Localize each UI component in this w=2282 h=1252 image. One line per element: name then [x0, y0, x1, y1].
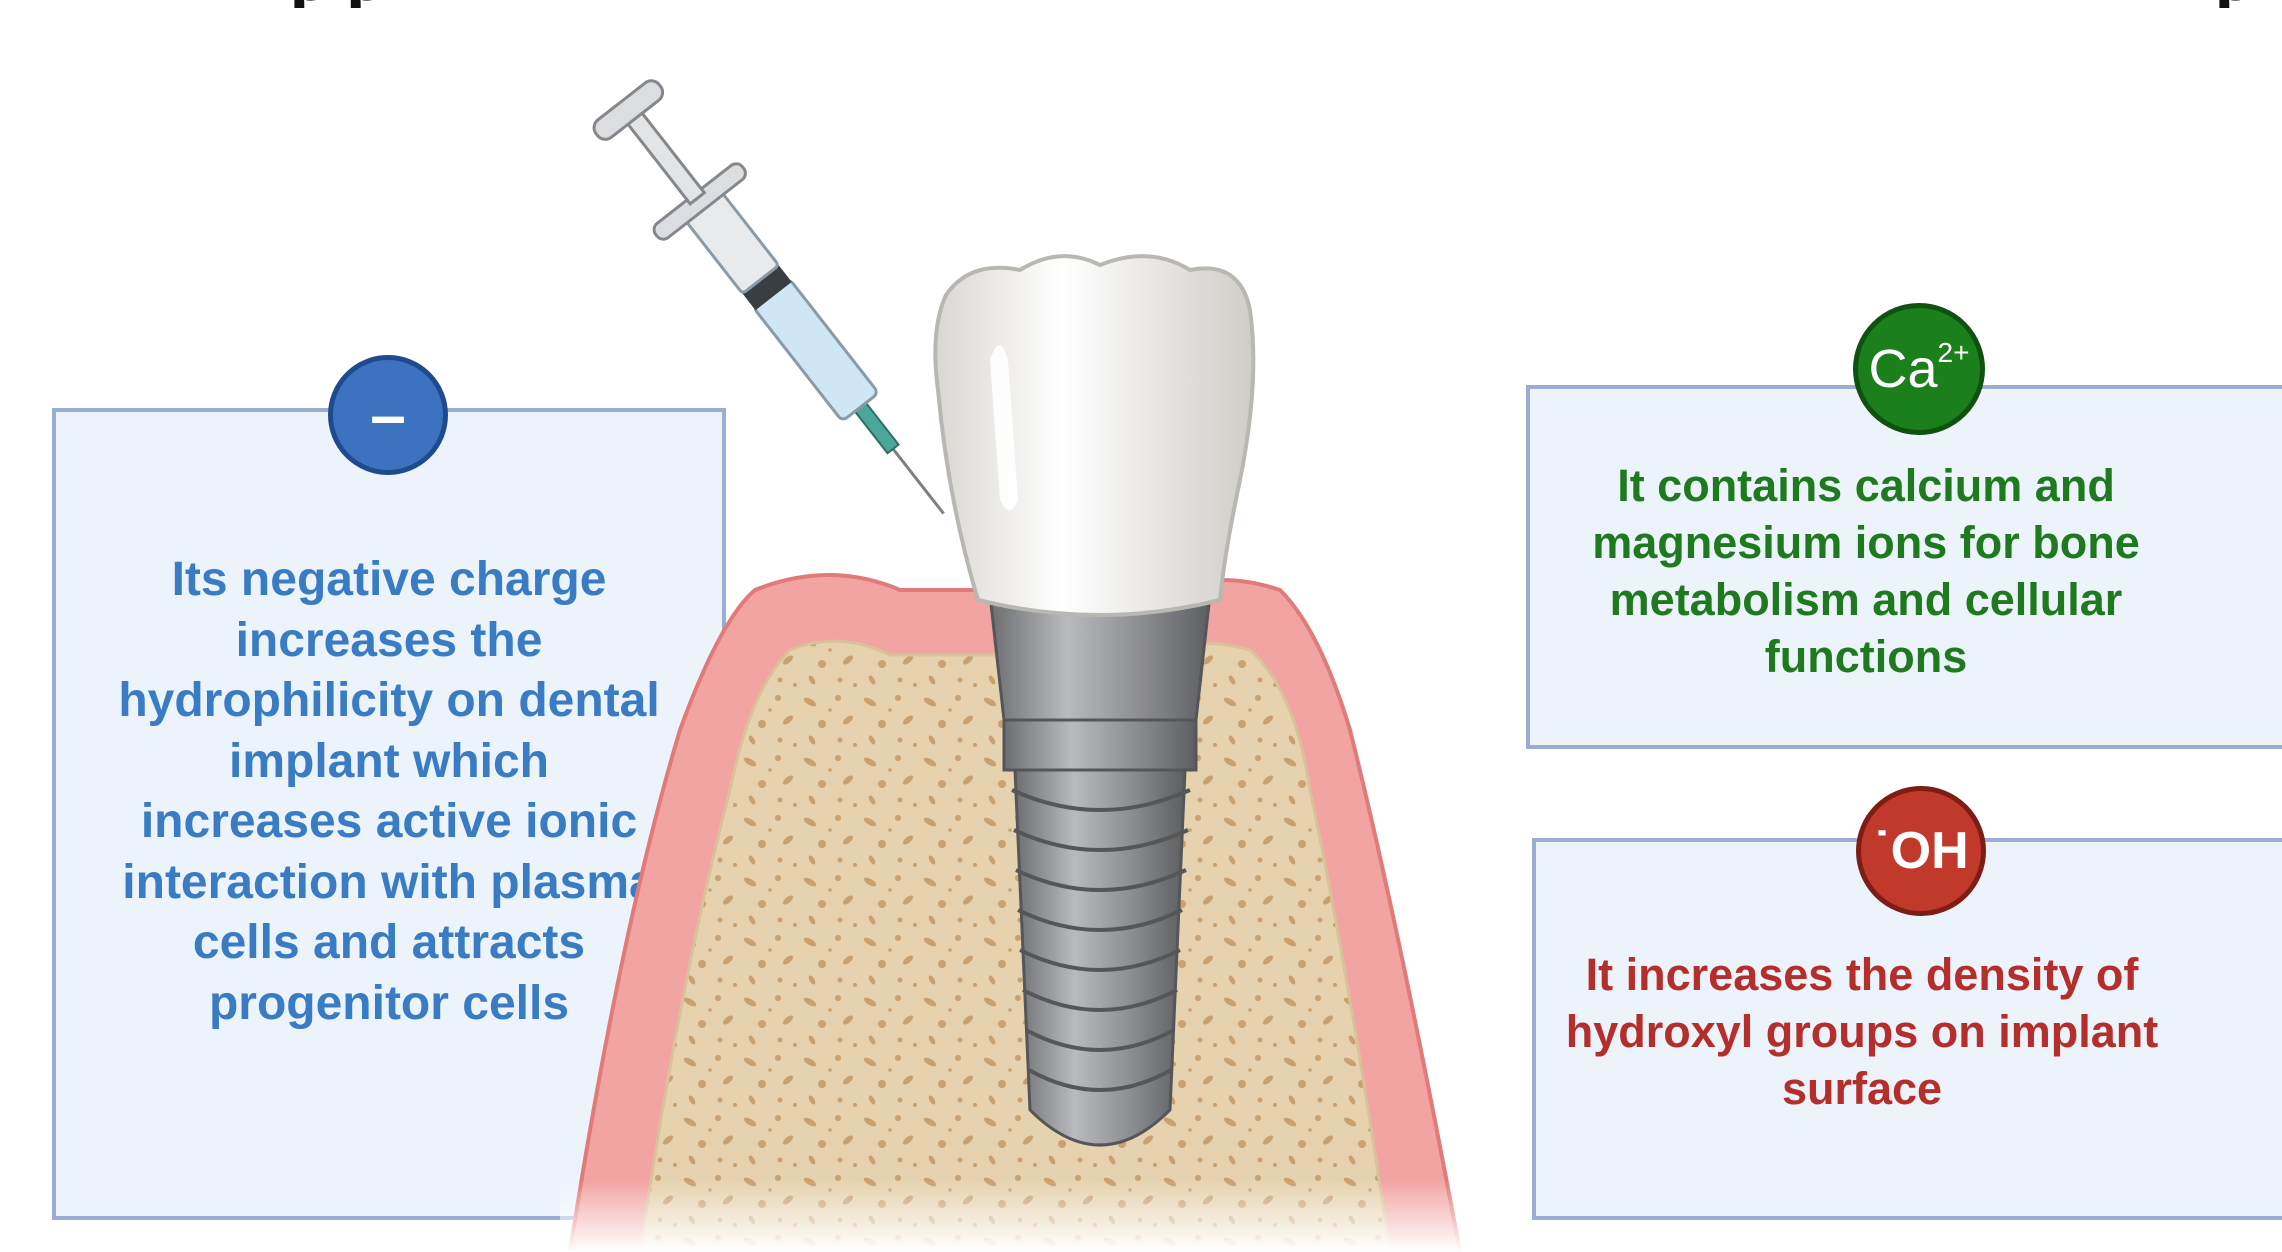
- hydroxyl-radical-badge: ˙OH: [1856, 786, 1986, 916]
- title-fragment-right: p: [2215, 0, 2254, 8]
- page-title: p p p: [0, 0, 2282, 8]
- negative-charge-symbol: –: [370, 378, 406, 452]
- calcium-box: It contains calcium and magnesium ions f…: [1526, 385, 2282, 749]
- calcium-charge: 2+: [1938, 337, 1970, 369]
- calcium-symbol: Ca: [1869, 338, 1938, 400]
- title-fragment-left: p p: [290, 0, 385, 8]
- hydroxyl-symbol: ˙OH: [1873, 821, 1968, 881]
- dental-implant-illustration: [560, 30, 1520, 1252]
- calcium-description: It contains calcium and magnesium ions f…: [1560, 457, 2172, 685]
- negative-charge-badge: –: [328, 355, 448, 475]
- hydroxyl-description: It increases the density of hydroxyl gro…: [1556, 946, 2168, 1117]
- syringe-icon: [578, 68, 987, 548]
- tooth-crown-icon: [935, 256, 1253, 615]
